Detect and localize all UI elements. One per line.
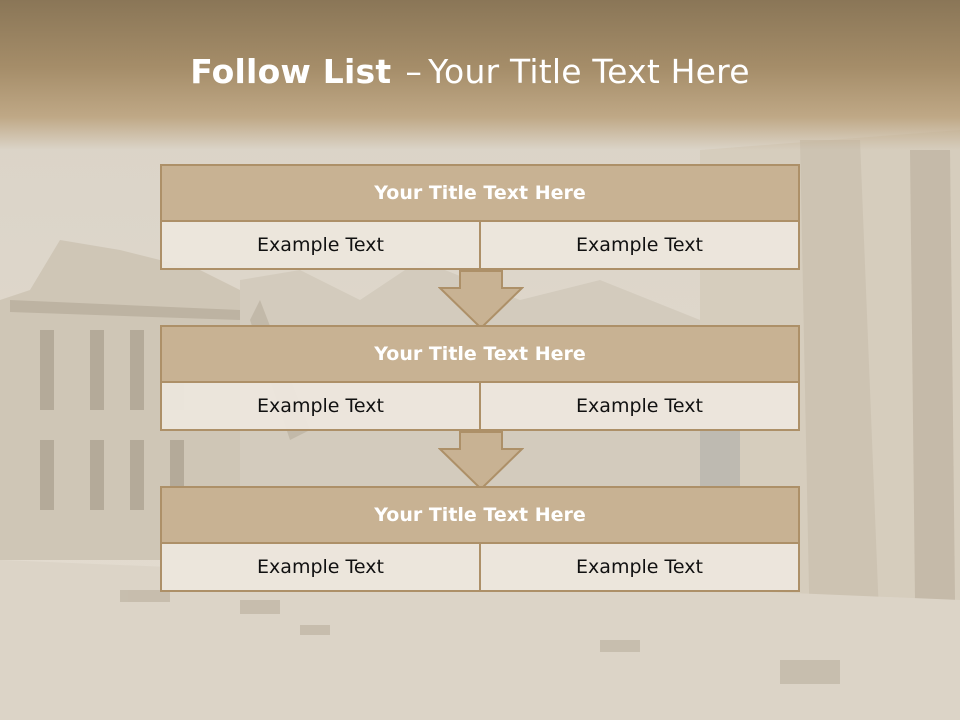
block-title[interactable]: Your Title Text Here <box>162 488 798 544</box>
block-title[interactable]: Your Title Text Here <box>162 327 798 383</box>
block-title[interactable]: Your Title Text Here <box>162 166 798 222</box>
block-cell-right[interactable]: Example Text <box>479 544 798 590</box>
slide-title-bold: Follow List <box>190 52 392 91</box>
block-cell-right[interactable]: Example Text <box>479 222 798 268</box>
list-block-2[interactable]: Your Title Text Here Example Text Exampl… <box>160 325 800 431</box>
block-cell-left[interactable]: Example Text <box>257 234 384 256</box>
down-arrow-icon <box>438 270 524 330</box>
block-cell-left[interactable]: Example Text <box>257 556 384 578</box>
block-row: Example Text Example Text <box>162 544 798 590</box>
list-block-1[interactable]: Your Title Text Here Example Text Exampl… <box>160 164 800 270</box>
block-row: Example Text Example Text <box>162 383 798 429</box>
down-arrow-icon <box>438 431 524 491</box>
header-band <box>0 0 960 150</box>
block-row: Example Text Example Text <box>162 222 798 268</box>
list-block-3[interactable]: Your Title Text Here Example Text Exampl… <box>160 486 800 592</box>
slide-title: Follow List–Your Title Text Here <box>0 52 940 91</box>
block-cell-left[interactable]: Example Text <box>257 395 384 417</box>
slide-title-rest: Your Title Text Here <box>428 52 750 91</box>
slide-title-separator: – <box>405 52 423 91</box>
block-cell-right[interactable]: Example Text <box>479 383 798 429</box>
